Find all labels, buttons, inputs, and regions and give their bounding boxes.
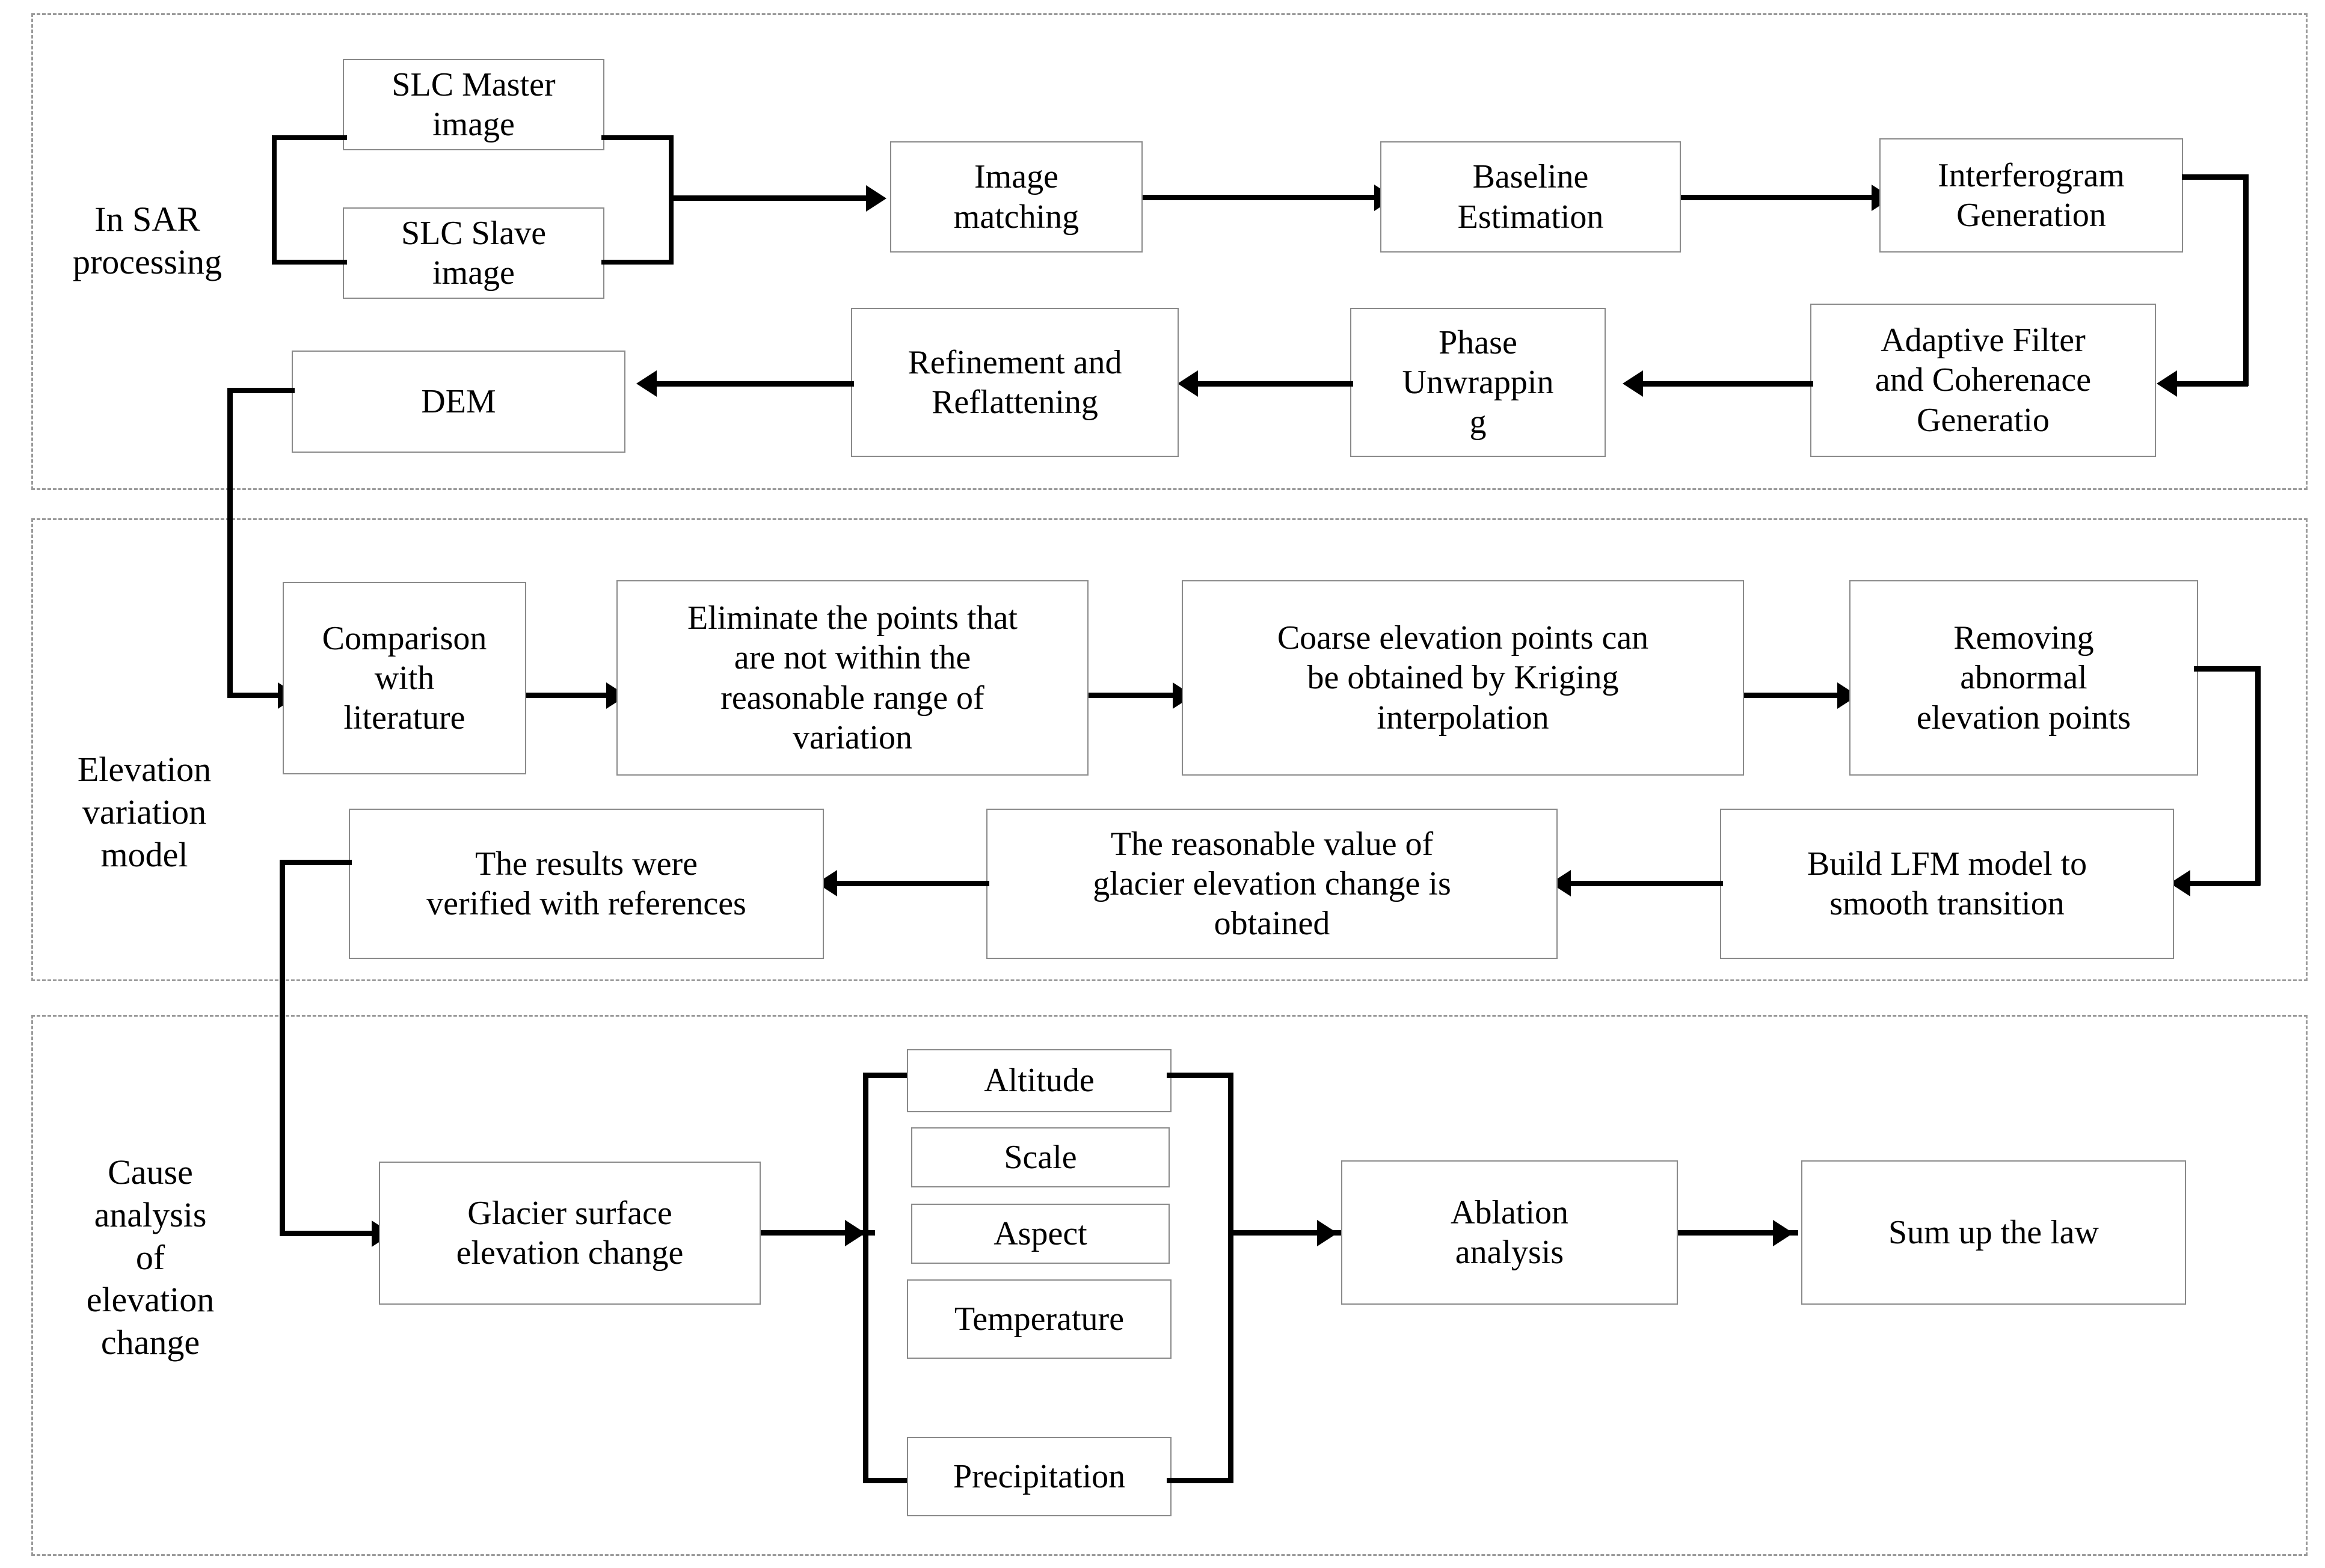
connector-slc-left-vertical [272,135,277,265]
connector-lfm-to-reasonable [1570,881,1723,886]
section-label-cause: Cause analysis of elevation change [86,1153,215,1362]
box-results-verified[interactable]: The results were verified with reference… [349,809,824,959]
connector-comparison-to-eliminate [526,693,610,698]
factor-box-temperature[interactable]: Temperature [907,1279,1172,1359]
connector-factors-left-vertical [863,1073,868,1483]
arrow-adaptive-to-phase [1623,370,1643,397]
arrow-glacier-to-factors [845,1220,865,1246]
connector-ablation-to-sum [1678,1230,1798,1236]
connector-factors-right-vertical [1228,1073,1233,1483]
factor-box-scale[interactable]: Scale [911,1127,1170,1187]
connector-dem-down [227,388,233,697]
section-elevation-frame [31,518,2308,981]
connector-factors-right-bottom [1167,1478,1233,1483]
connector-verified-down [280,860,285,1236]
connector-baseline-to-interferogram [1681,195,1876,200]
connector-kriging-to-removing [1744,693,1843,698]
box-eliminate-points[interactable]: Eliminate the points that are not within… [616,580,1089,776]
box-image-matching[interactable]: Image matching [890,141,1143,253]
arrow-phase-to-refinement [1178,370,1198,397]
connector-interferogram-down [2243,174,2249,386]
connector-removing-right [2194,666,2260,672]
factor-box-aspect[interactable]: Aspect [911,1204,1170,1264]
connector-glacier-to-factors [761,1230,875,1236]
factor-box-altitude[interactable]: Altitude [907,1049,1172,1112]
connector-into-lfm [2189,881,2260,886]
arrow-refinement-to-dem [636,370,657,397]
connector-slc-right-top [601,135,674,140]
box-build-lfm-model[interactable]: Build LFM model to smooth transition [1720,809,2174,959]
connector-verified-to-glacier [280,1231,376,1236]
connector-reasonable-to-verified [836,881,989,886]
arrow-into-adaptive-filter [2157,370,2177,397]
box-kriging-interpolation[interactable]: Coarse elevation points can be obtained … [1182,580,1744,776]
box-interferogram-generation[interactable]: Interferogram Generation [1879,138,2183,253]
box-glacier-surface-elevation-change[interactable]: Glacier surface elevation change [379,1162,761,1305]
box-comparison-with-literature[interactable]: Comparison with literature [283,582,526,774]
box-slc-master[interactable]: SLC Master image [343,59,604,150]
section-insar-frame [31,13,2308,490]
connector-eliminate-to-kriging [1089,693,1179,698]
box-sum-up-the-law[interactable]: Sum up the law [1801,1160,2186,1305]
arrow-factors-to-ablation [1317,1220,1338,1246]
connector-slc-right-bottom [601,260,674,265]
factor-box-precipitation[interactable]: Precipitation [907,1437,1172,1516]
connector-matching-to-baseline [1143,195,1380,200]
connector-verified-left-stub [280,860,352,865]
box-baseline-estimation[interactable]: Baseline Estimation [1380,141,1681,253]
section-label-elevation: Elevation variation model [77,750,212,874]
connector-slc-to-matching [669,195,870,201]
box-removing-abnormal-points[interactable]: Removing abnormal elevation points [1849,580,2198,776]
connector-removing-down [2255,666,2261,886]
connector-factors-right-top [1167,1073,1233,1078]
section-cause-frame [31,1015,2308,1556]
box-phase-unwrapping[interactable]: Phase Unwrappin g [1350,308,1606,457]
box-ablation-analysis[interactable]: Ablation analysis [1341,1160,1678,1305]
box-refinement-reflattening[interactable]: Refinement and Reflattening [851,308,1179,457]
connector-slc-left-bottom [272,260,347,265]
connector-phase-to-refinement [1197,381,1353,387]
connector-dem-left-stub [227,388,295,393]
arrow-ablation-to-sum [1773,1220,1793,1246]
connector-into-adaptive-filter [2177,381,2248,387]
box-dem[interactable]: DEM [292,351,625,453]
section-label-insar: In SAR processing [72,200,223,281]
connector-refinement-to-dem [656,381,854,387]
connector-factors-to-ablation [1228,1230,1342,1236]
box-reasonable-value-obtained[interactable]: The reasonable value of glacier elevatio… [986,809,1558,959]
connector-adaptive-to-phase [1642,381,1813,387]
arrow-slc-to-matching [866,185,886,212]
connector-slc-left-top [272,135,347,140]
box-adaptive-filter[interactable]: Adaptive Filter and Coherenace Generatio [1810,304,2156,457]
connector-dem-to-comparison [227,693,281,698]
connector-interferogram-right [2182,174,2248,180]
box-slc-slave[interactable]: SLC Slave image [343,207,604,299]
